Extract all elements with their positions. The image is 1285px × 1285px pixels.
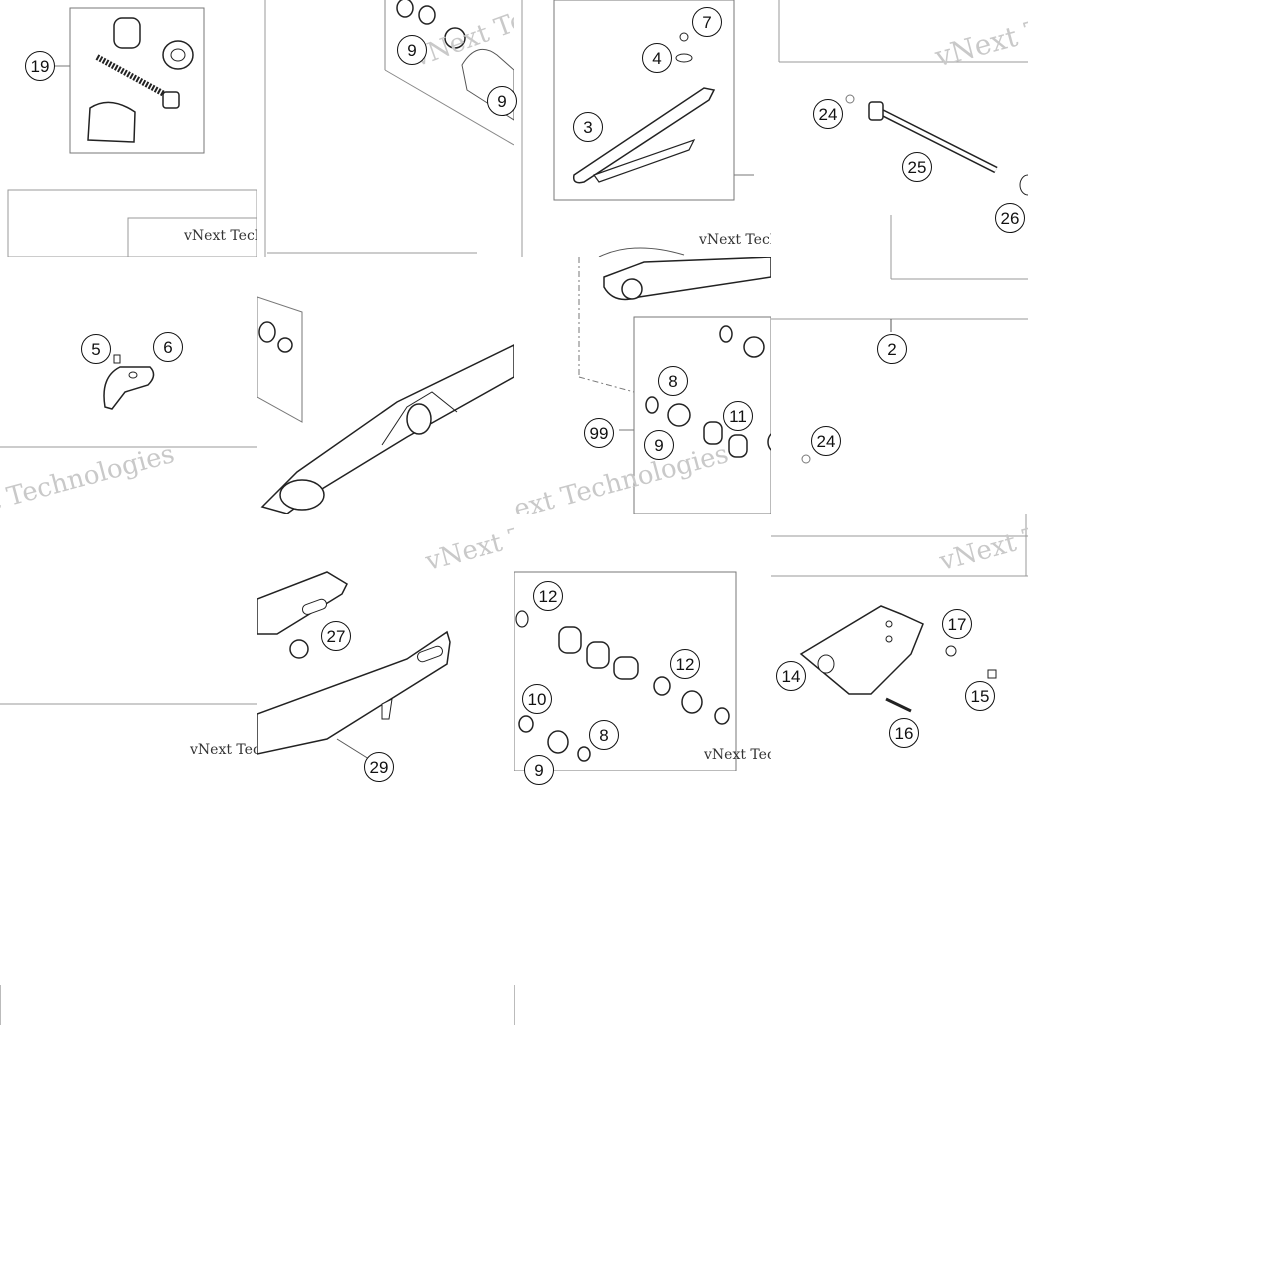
callout-24: 24	[813, 99, 843, 129]
callout-12: 12	[533, 581, 563, 611]
tile-r1c2: vNext Technologies	[257, 0, 514, 257]
blank-section	[0, 703, 257, 705]
tile-r2c4	[771, 257, 1028, 514]
watermark: vNext Technologies	[704, 747, 771, 763]
callout-10: 10	[522, 684, 552, 714]
callout-27: 27	[321, 621, 351, 651]
needle-bearing-drawing	[514, 571, 737, 771]
callout-11: 11	[723, 401, 753, 431]
tile-r2c3: vNext Technologies	[514, 257, 771, 514]
callout-9: 9	[487, 86, 517, 116]
watermark: vNext Technologies	[699, 232, 771, 248]
callout-7: 7	[692, 7, 722, 37]
callout-26: 26	[995, 203, 1025, 233]
callout-25: 25	[902, 152, 932, 182]
callout-8: 8	[658, 366, 688, 396]
edge-artifact	[514, 985, 525, 1025]
callout-24: 24	[811, 426, 841, 456]
swingarm-drawing	[257, 296, 514, 514]
part-drawing-19	[7, 7, 257, 257]
pivot-shaft-drawing	[778, 0, 1028, 257]
tile-r3c1: vNext Technologies	[0, 514, 257, 771]
edge-artifact	[0, 985, 11, 1025]
callout-3: 3	[573, 112, 603, 142]
callout-15: 15	[965, 681, 995, 711]
callout-9: 9	[397, 35, 427, 65]
callout-5: 5	[81, 334, 111, 364]
guide-drawing-5-6	[0, 354, 257, 448]
callout-9: 9	[644, 430, 674, 460]
callout-2: 2	[877, 334, 907, 364]
tile-r1c3: vNext Technologies	[514, 0, 771, 257]
watermark: vNext Technologies	[184, 228, 257, 244]
tile-r1c4: vNext Technologies	[771, 0, 1028, 257]
callout-16: 16	[889, 718, 919, 748]
tile-r3c3: vNext Technologies	[514, 514, 771, 771]
callout-17: 17	[942, 609, 972, 639]
bearing-kit-99-drawing	[578, 257, 771, 514]
tile-r1c1: vNext Technologies	[0, 0, 257, 257]
callout-29: 29	[364, 752, 394, 782]
chain-guard-drawing-27-29	[257, 571, 451, 760]
frame-section-2	[771, 257, 1028, 464]
callout-19: 19	[25, 51, 55, 81]
watermark: vNext Technologies	[190, 742, 257, 758]
tile-r2c1: vNext Technologies	[0, 257, 257, 514]
swingarm-bearing-drawing	[264, 0, 514, 257]
tile-r3c2: vNext Technologies	[257, 514, 514, 771]
chain-slider-drawing	[521, 0, 754, 257]
callout-99: 99	[584, 418, 614, 448]
callout-4: 4	[642, 43, 672, 73]
callout-9: 9	[524, 755, 554, 785]
chain-guide-drawing-14-17	[771, 514, 1028, 713]
callout-12: 12	[670, 649, 700, 679]
callout-6: 6	[153, 332, 183, 362]
callout-14: 14	[776, 661, 806, 691]
tile-r2c2	[257, 257, 514, 514]
callout-8: 8	[589, 720, 619, 750]
